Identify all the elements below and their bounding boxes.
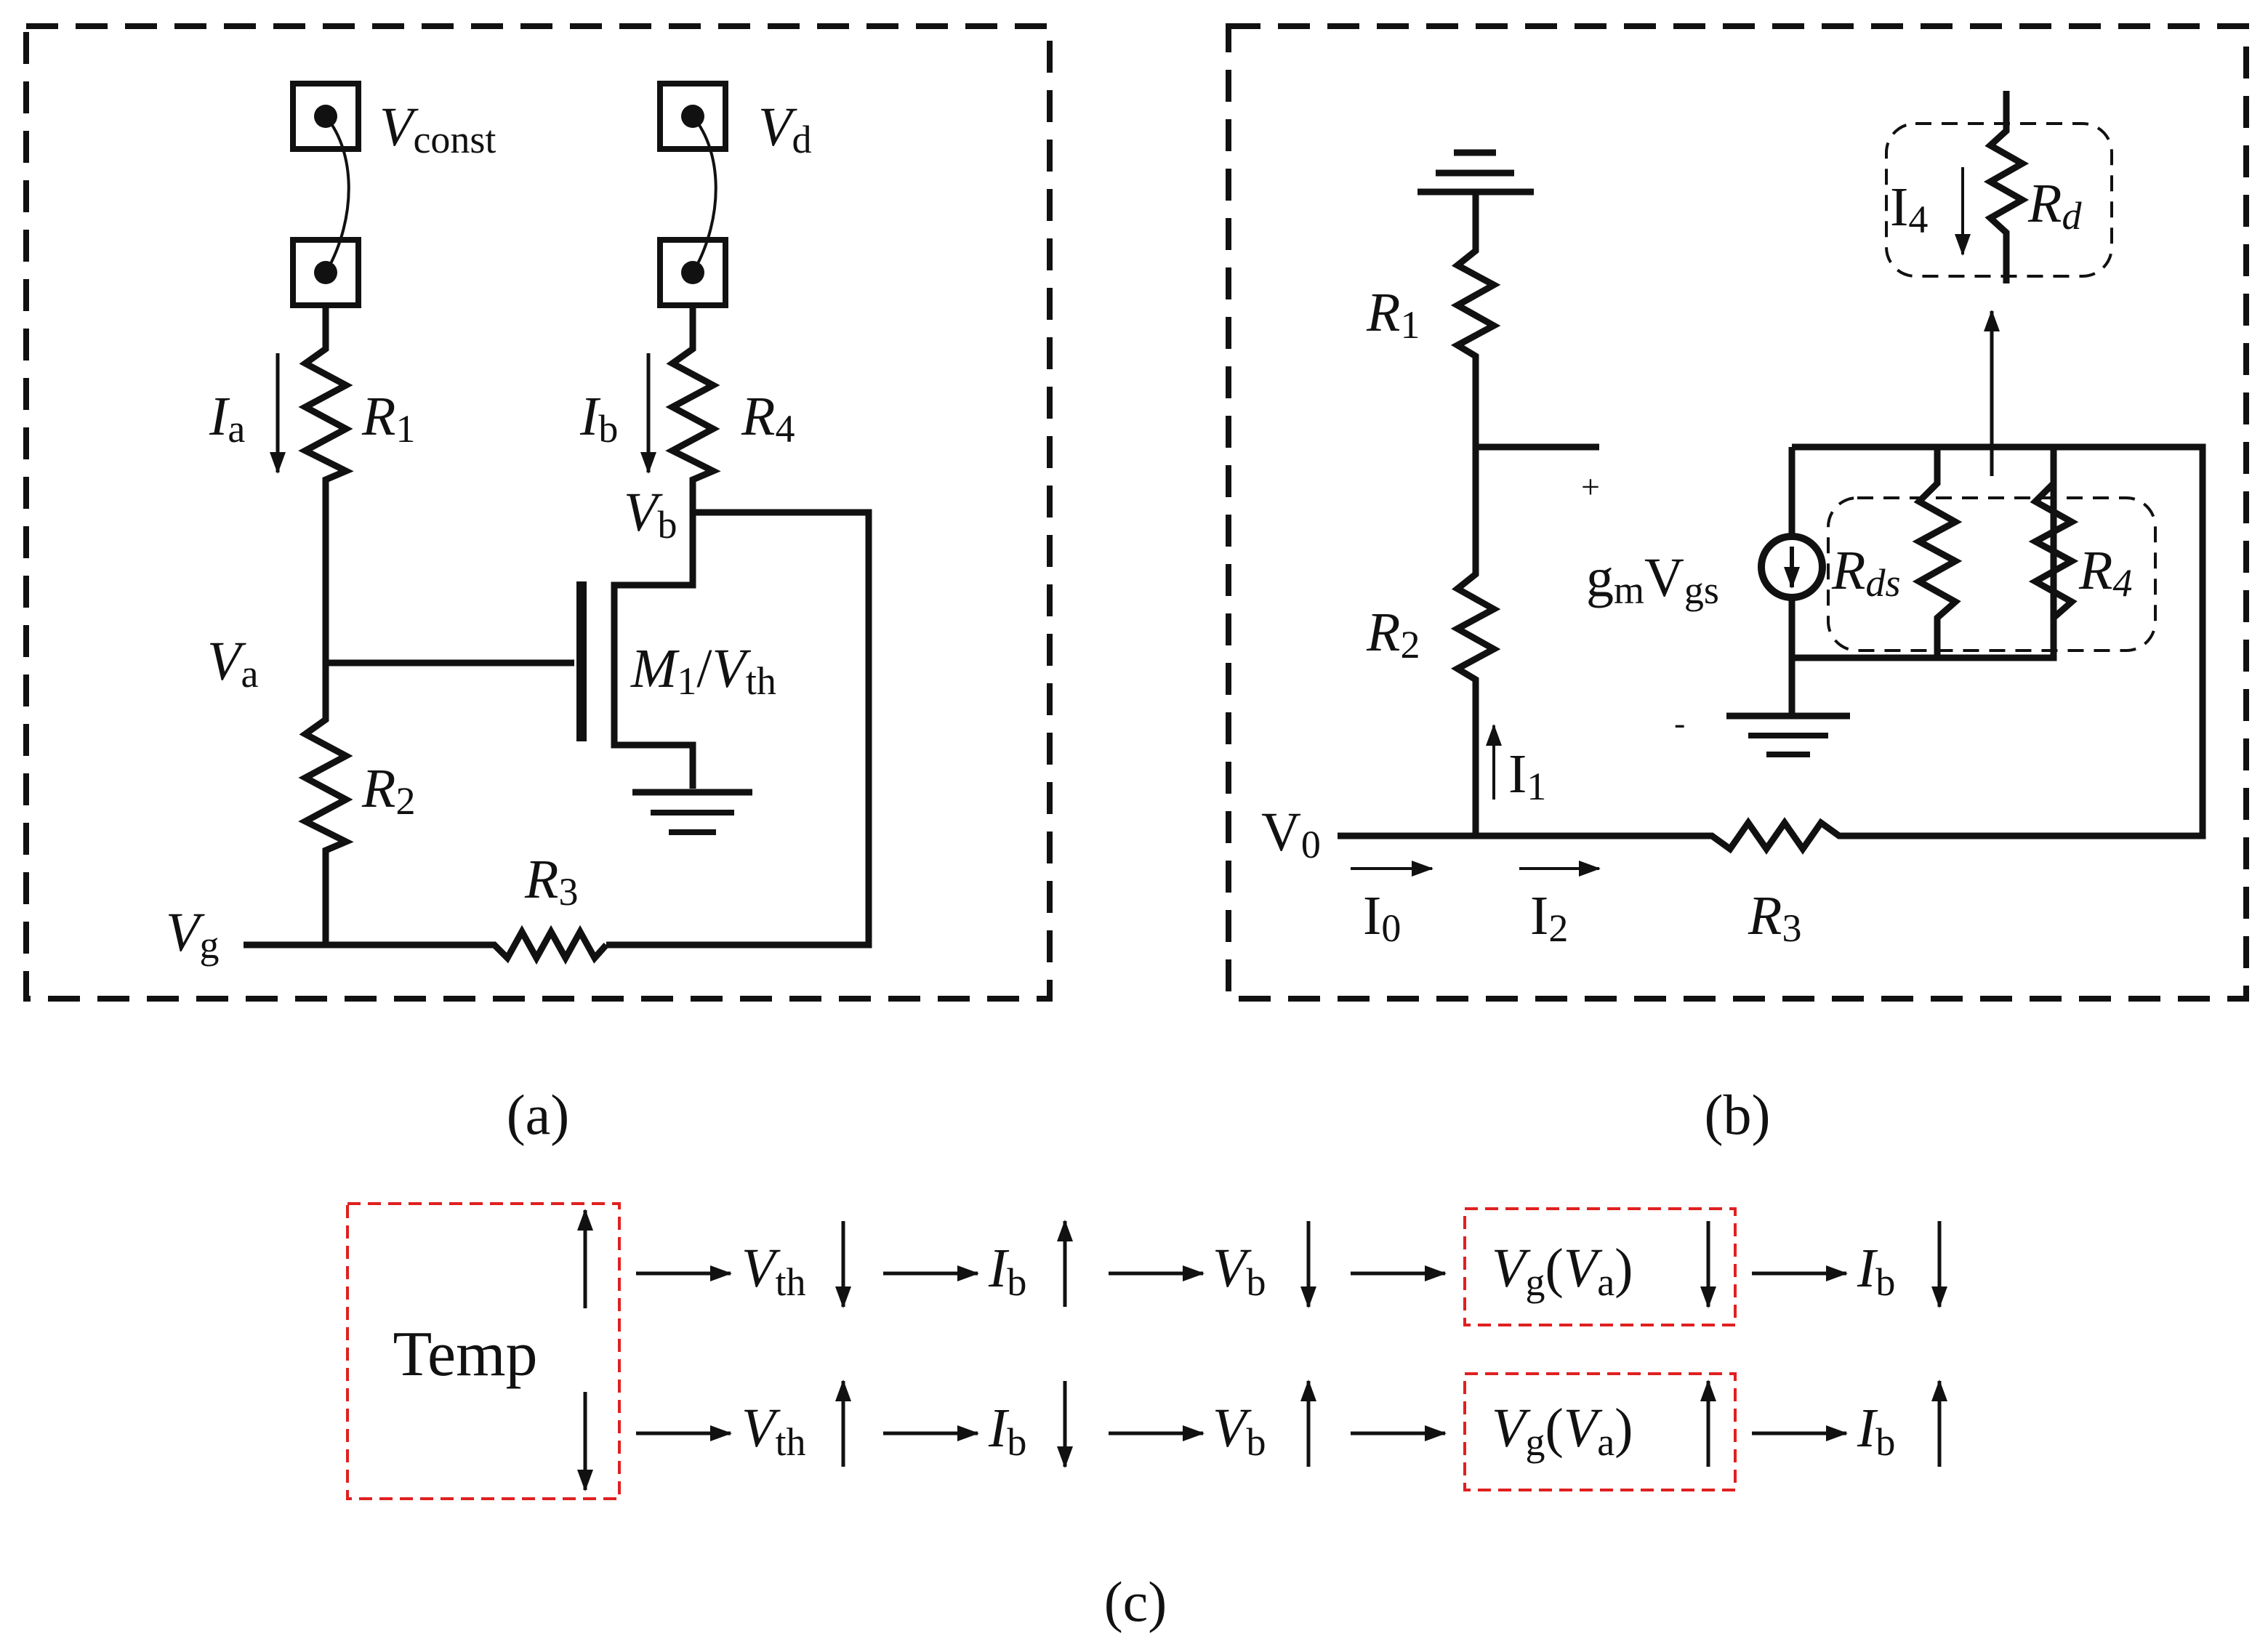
r1-label: R1 <box>361 386 415 451</box>
v0-label: V0 <box>1261 802 1321 866</box>
chain-term: Vg(Va) <box>1492 1398 1633 1464</box>
chain-term: Vb <box>1213 1398 1266 1464</box>
vg-va-box-row1 <box>1463 1207 1737 1326</box>
vg-label: Vg <box>166 902 219 967</box>
m1-vth-label: M1/Vth <box>630 638 776 703</box>
rd-group-box <box>1885 122 2113 278</box>
va-label: Va <box>207 631 258 696</box>
rds-r4-group-box <box>1827 496 2157 652</box>
b-r4-label: R4 <box>2078 540 2132 605</box>
chain-term: Ib <box>988 1398 1026 1464</box>
panel-c-caption: (c) <box>1104 1570 1167 1633</box>
b-r1-resistor <box>1450 192 1501 836</box>
chain-term: Vth <box>741 1238 805 1304</box>
panel-b-caption: (b) <box>1705 1083 1771 1146</box>
chain-term: Vth <box>741 1398 805 1464</box>
vb-label: Vb <box>624 482 677 547</box>
panel-b-frame <box>1226 23 2249 1002</box>
temp-box <box>346 1202 621 1500</box>
vconst-label: Vconst <box>379 97 496 161</box>
chain-term: Ib <box>988 1238 1026 1304</box>
i1-label: I1 <box>1508 744 1546 808</box>
b-r3-resistor <box>1338 443 2206 855</box>
temp-label: Temp <box>393 1319 537 1390</box>
gm-vgs-label: gmVgs <box>1586 547 1719 612</box>
ib-label: Ib <box>579 386 618 451</box>
causal-chain-row-1: Vth Ib Vb Vg(Va) Ib <box>636 1220 1947 1308</box>
b-r2-label: R2 <box>1366 602 1420 667</box>
ia-label: Ia <box>209 386 245 451</box>
vg-va-box-row2 <box>1463 1372 1737 1491</box>
r3-resistor <box>244 925 609 965</box>
chain-term: Vb <box>1213 1238 1266 1304</box>
r4-label: R4 <box>741 386 795 451</box>
vconst-probe-pad <box>290 81 361 308</box>
panel-a-wires <box>244 305 872 965</box>
vd-probe-pad <box>657 81 728 308</box>
panel-b-wires <box>1338 91 2206 855</box>
r1-resistor <box>298 305 354 945</box>
chain-term: Ib <box>1857 1398 1895 1464</box>
causal-chain-row-2: Vth Ib Vb Vg(Va) Ib <box>636 1380 1947 1468</box>
panel-a-caption: (a) <box>507 1083 570 1146</box>
minus-sign: - <box>1674 704 1685 741</box>
r3-label: R3 <box>524 849 578 914</box>
r4-resistor <box>665 305 721 512</box>
panel-b: R1 R2 + - gmVgs Rds R4 I4 Rd I1 V0 I0 I2… <box>1226 23 2249 1146</box>
r2-label: R2 <box>361 758 415 823</box>
i0-label: I0 <box>1363 885 1401 950</box>
plus-sign: + <box>1581 468 1600 505</box>
panel-a: Vconst Vd Ia R1 Ib R4 Vb Va M1/Vth R2 R3… <box>23 23 1053 1146</box>
rd-label: Rd <box>2027 173 2082 238</box>
i2-label: I2 <box>1530 885 1568 950</box>
i4-label: I4 <box>1890 177 1928 241</box>
b-r3-label: R3 <box>1748 885 1801 950</box>
vd-label: Vd <box>758 97 811 161</box>
current-source-icon <box>1758 533 1826 601</box>
chain-term: Vg(Va) <box>1492 1238 1633 1304</box>
panel-a-frame <box>23 23 1053 1002</box>
b-r1-label: R1 <box>1366 282 1420 347</box>
rds-label: Rds <box>1831 540 1900 605</box>
chain-term: Ib <box>1857 1238 1895 1304</box>
